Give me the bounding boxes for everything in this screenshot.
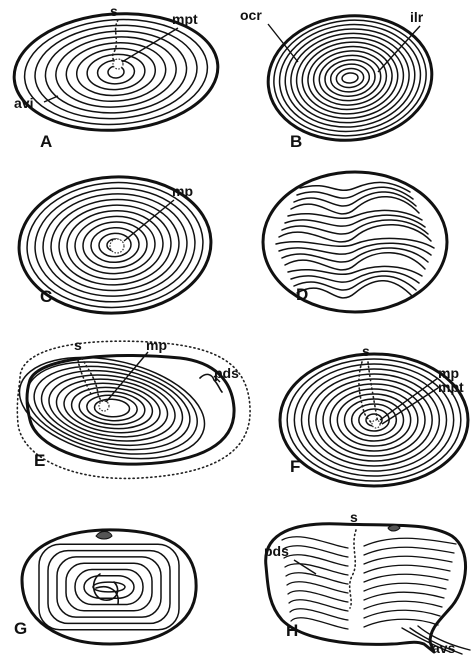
leader-ocr-b xyxy=(268,24,298,62)
striation xyxy=(364,538,456,546)
pit-c xyxy=(110,239,124,253)
panel-letter-g: G xyxy=(14,619,27,638)
striation xyxy=(297,281,413,298)
striation xyxy=(288,210,422,220)
pit-e xyxy=(99,401,109,411)
panel-c: mp C xyxy=(16,172,215,318)
label-h-s: s xyxy=(350,509,358,525)
grain-h xyxy=(282,537,456,629)
pit-a xyxy=(113,59,123,69)
panel-letter-e: E xyxy=(34,451,45,470)
label-c-mp: mp xyxy=(172,183,193,199)
grain-b xyxy=(262,8,438,148)
label-e-s: s xyxy=(74,337,82,353)
growth-ring xyxy=(53,33,178,111)
label-h-avs: avs xyxy=(432,640,456,655)
panel-h: s pds avs H xyxy=(264,509,470,655)
label-f-mpt: mpt xyxy=(438,379,464,395)
striation xyxy=(300,182,410,192)
growth-ring xyxy=(294,364,453,476)
growth-ring xyxy=(32,20,200,124)
core-convolution xyxy=(94,574,119,604)
panel-a: s mpt avi A xyxy=(10,3,222,151)
panel-letter-b: B xyxy=(290,132,302,151)
striation xyxy=(364,547,454,555)
panel-letter-c: C xyxy=(40,287,52,306)
panel-b: ocr ilr B xyxy=(240,7,438,151)
growth-ring xyxy=(323,384,425,456)
growth-ring xyxy=(335,67,364,89)
striation xyxy=(364,556,452,564)
grain-g xyxy=(22,530,196,644)
growth-ring xyxy=(359,409,389,431)
label-a-s: s xyxy=(110,3,118,19)
label-b-ilr: ilr xyxy=(410,9,424,25)
label-b-ocr: ocr xyxy=(240,7,262,23)
striation xyxy=(364,565,450,573)
label-e-mp: mp xyxy=(146,337,167,353)
panel-f: s mp mpt F xyxy=(280,343,468,486)
growth-ring xyxy=(287,359,461,481)
growth-ring xyxy=(316,379,432,461)
panel-g: G xyxy=(14,530,196,644)
panel-letter-f: F xyxy=(290,457,300,476)
striation xyxy=(364,610,440,618)
growth-ring xyxy=(86,52,146,91)
grain-d xyxy=(263,172,447,312)
growth-ring xyxy=(43,27,190,118)
panel-e: s mp pds E xyxy=(9,337,250,478)
growth-ring xyxy=(342,72,359,84)
label-e-pds: pds xyxy=(214,365,239,381)
striation xyxy=(364,619,438,627)
panel-letter-a: A xyxy=(40,132,52,151)
label-h-pds: pds xyxy=(264,543,289,559)
growth-ring xyxy=(345,399,404,441)
striation xyxy=(364,583,446,591)
pit-f xyxy=(372,420,380,428)
striation xyxy=(279,243,431,255)
panel-d: D xyxy=(263,172,447,312)
striation xyxy=(276,238,434,248)
panel-letter-d: D xyxy=(296,285,308,304)
striation xyxy=(364,592,444,600)
growth-ring xyxy=(329,62,370,93)
striation xyxy=(364,574,448,582)
growth-ring xyxy=(309,374,440,466)
label-a-avi: avi xyxy=(14,95,33,111)
panel-letter-h: H xyxy=(286,621,298,640)
leader-pds-h xyxy=(294,560,316,574)
leader-mpt-a xyxy=(122,28,178,62)
pit-g xyxy=(96,532,112,540)
striation xyxy=(291,618,348,629)
striation xyxy=(285,253,425,270)
growth-ring xyxy=(311,47,389,108)
label-f-s: s xyxy=(362,343,370,359)
striation xyxy=(364,601,442,609)
growth-ring xyxy=(280,23,419,134)
striation-h xyxy=(350,530,356,608)
label-a-mpt: mpt xyxy=(172,11,198,27)
growth-ring xyxy=(36,361,189,456)
